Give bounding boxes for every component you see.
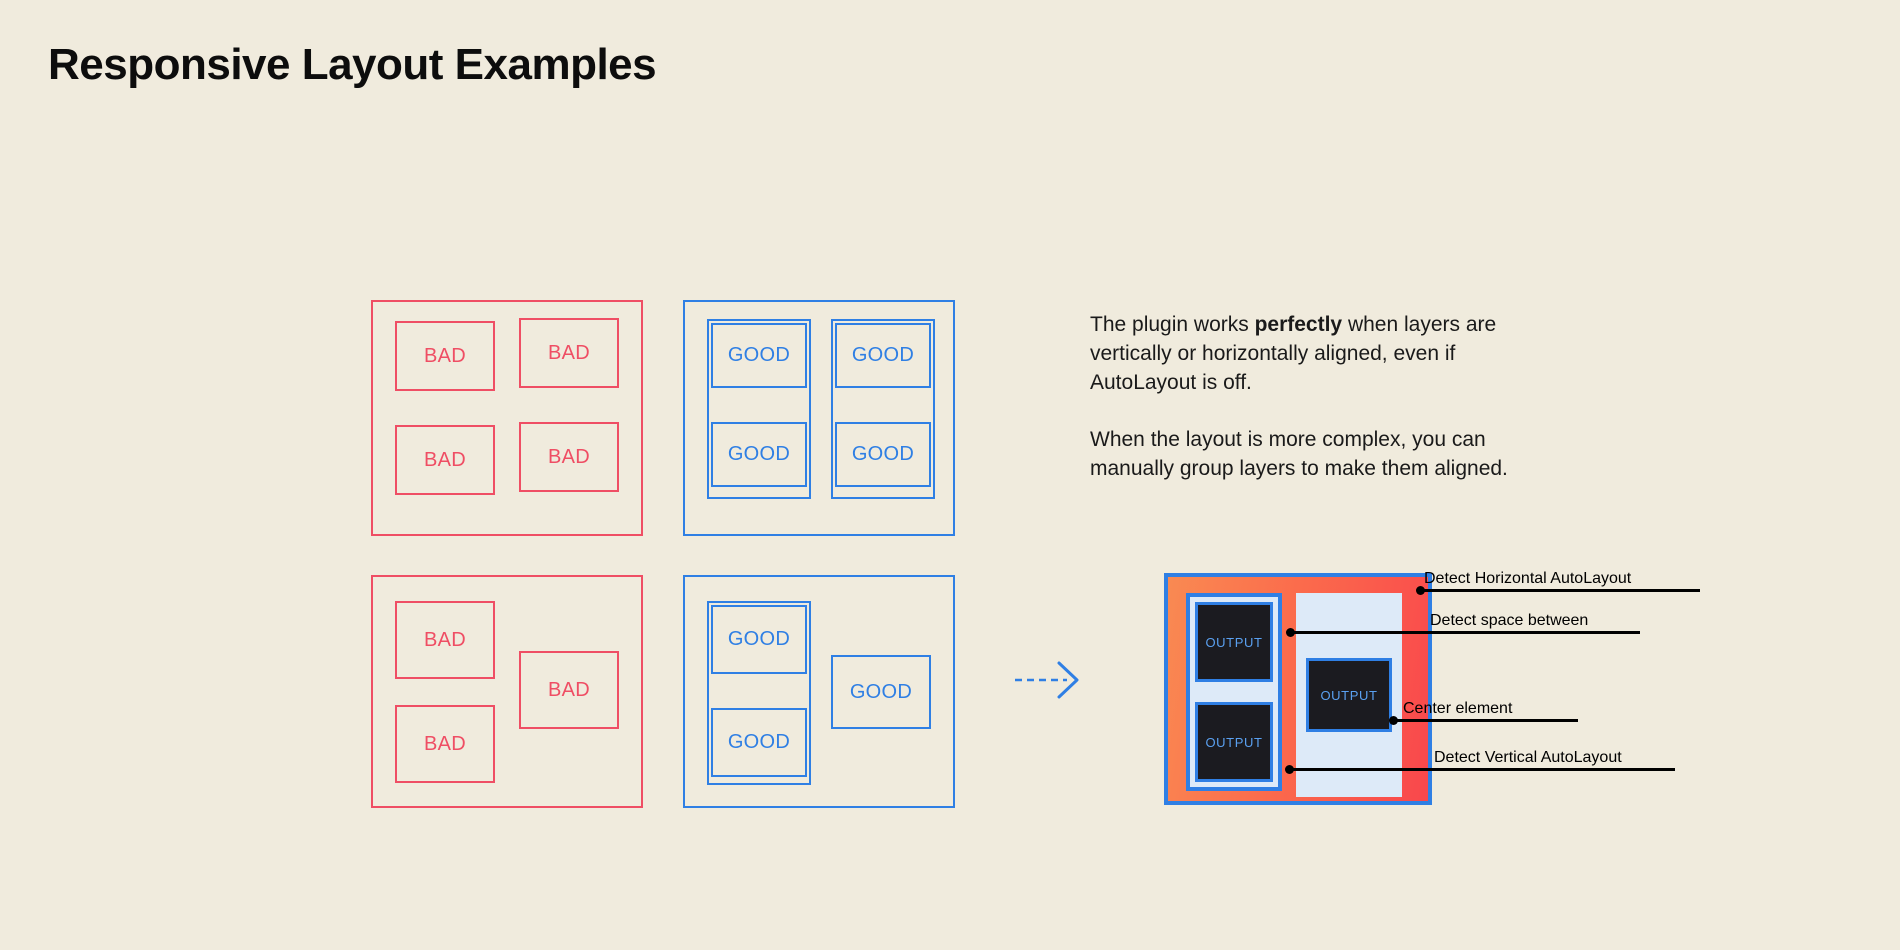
- description-paragraph-2: When the layout is more complex, you can…: [1090, 428, 1508, 480]
- description-p1-before: The plugin works: [1090, 313, 1255, 336]
- layer-box-good: GOOD: [711, 708, 807, 777]
- layer-box-good: GOOD: [835, 422, 931, 487]
- output-box: OUTPUT: [1306, 658, 1392, 732]
- detected-vertical-group: OUTPUT OUTPUT: [1186, 593, 1282, 791]
- description-text: The plugin works perfectly when layers a…: [1090, 310, 1550, 483]
- callout-endpoint-dot: [1416, 586, 1425, 595]
- callout-line: [1290, 631, 1640, 634]
- callout-center-element: Center element: [1389, 686, 1578, 725]
- callout-label: Center element: [1403, 700, 1513, 717]
- example-panel-bad-grid: BAD BAD BAD BAD: [371, 300, 643, 536]
- example-panel-good-grid: GOOD GOOD GOOD GOOD: [683, 300, 955, 536]
- layer-box-good: GOOD: [835, 323, 931, 388]
- page-title: Responsive Layout Examples: [48, 40, 657, 89]
- detected-centered-column: OUTPUT: [1296, 593, 1402, 797]
- layer-box-bad: BAD: [395, 425, 495, 495]
- callout-detect-space-between: Detect space between: [1286, 598, 1640, 637]
- layer-box-good: GOOD: [711, 323, 807, 388]
- layer-group-wrapper: [707, 319, 811, 499]
- layer-box-bad: BAD: [519, 651, 619, 729]
- callout-label: Detect Horizontal AutoLayout: [1424, 570, 1632, 587]
- layer-box-good: GOOD: [831, 655, 931, 729]
- description-paragraph-1: The plugin works perfectly when layers a…: [1090, 310, 1550, 397]
- result-diagram: OUTPUT OUTPUT OUTPUT: [1164, 573, 1432, 805]
- callout-line: [1393, 719, 1578, 722]
- description-p1-bold: perfectly: [1254, 313, 1343, 336]
- callout-label: Detect Vertical AutoLayout: [1434, 749, 1622, 766]
- callout-line: [1420, 589, 1700, 592]
- dashed-arrow-right-icon: [1015, 660, 1085, 700]
- output-box: OUTPUT: [1195, 702, 1273, 782]
- layer-box-good: GOOD: [711, 605, 807, 674]
- output-box: OUTPUT: [1195, 602, 1273, 682]
- layer-box-good: GOOD: [711, 422, 807, 487]
- description-p1-after: when layers are vertically or horizontal…: [1090, 313, 1497, 394]
- callout-detect-vertical-autolayout: Detect Vertical AutoLayout: [1285, 733, 1675, 774]
- layer-box-bad: BAD: [395, 705, 495, 783]
- layer-box-bad: BAD: [519, 318, 619, 388]
- layer-group-wrapper: [831, 319, 935, 499]
- layer-group-wrapper: [707, 601, 811, 785]
- example-panel-good-grouped: GOOD GOOD GOOD: [683, 575, 955, 808]
- callout-endpoint-dot: [1389, 716, 1398, 725]
- callout-label: Detect space between: [1430, 612, 1589, 629]
- example-panel-bad-irregular: BAD BAD BAD: [371, 575, 643, 808]
- callout-detect-horizontal-autolayout: Detect Horizontal AutoLayout: [1416, 548, 1700, 595]
- callout-endpoint-dot: [1285, 765, 1294, 774]
- callout-line: [1289, 768, 1675, 771]
- callout-endpoint-dot: [1286, 628, 1295, 637]
- layer-box-bad: BAD: [395, 321, 495, 391]
- layer-box-bad: BAD: [395, 601, 495, 679]
- layer-box-bad: BAD: [519, 422, 619, 492]
